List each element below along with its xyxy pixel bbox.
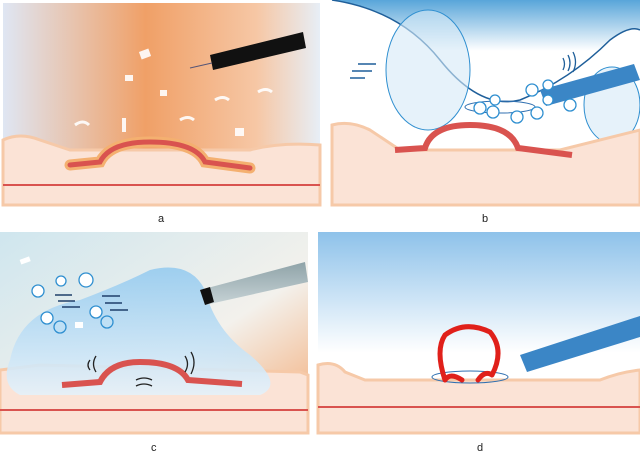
tissue: [316, 362, 640, 435]
vessel-arch: [394, 121, 573, 158]
panel-label-a: a: [158, 213, 165, 225]
panel-d: [316, 232, 640, 435]
vibration-marks: [562, 51, 577, 73]
cavitation-ring: [431, 370, 509, 384]
vessel-arch: [67, 139, 253, 171]
tissue: [330, 121, 640, 207]
bubbles: [473, 79, 577, 124]
bubble-large: [385, 9, 471, 131]
tissue-loop: [437, 324, 501, 383]
probe: [210, 32, 306, 70]
panel-label-c: c: [151, 442, 157, 454]
panel-c: [0, 232, 310, 435]
probe: [200, 262, 308, 305]
debris: [75, 322, 83, 328]
motion-lines: [350, 63, 376, 79]
panel-label-b: b: [482, 213, 489, 225]
panel-label-d: d: [477, 442, 484, 454]
probe-tip: [189, 62, 213, 69]
bubbles: [31, 272, 114, 334]
tissue: [1, 134, 322, 207]
vibration-marks: [87, 351, 195, 387]
vessel-arch: [61, 358, 243, 388]
probe: [520, 316, 640, 372]
debris: [19, 256, 31, 265]
probe: [540, 64, 640, 106]
probe-tip: [200, 287, 214, 305]
panel-b: [330, 0, 640, 207]
debris: [74, 48, 273, 136]
panel-a: [1, 3, 322, 207]
motion-lines: [55, 294, 128, 311]
